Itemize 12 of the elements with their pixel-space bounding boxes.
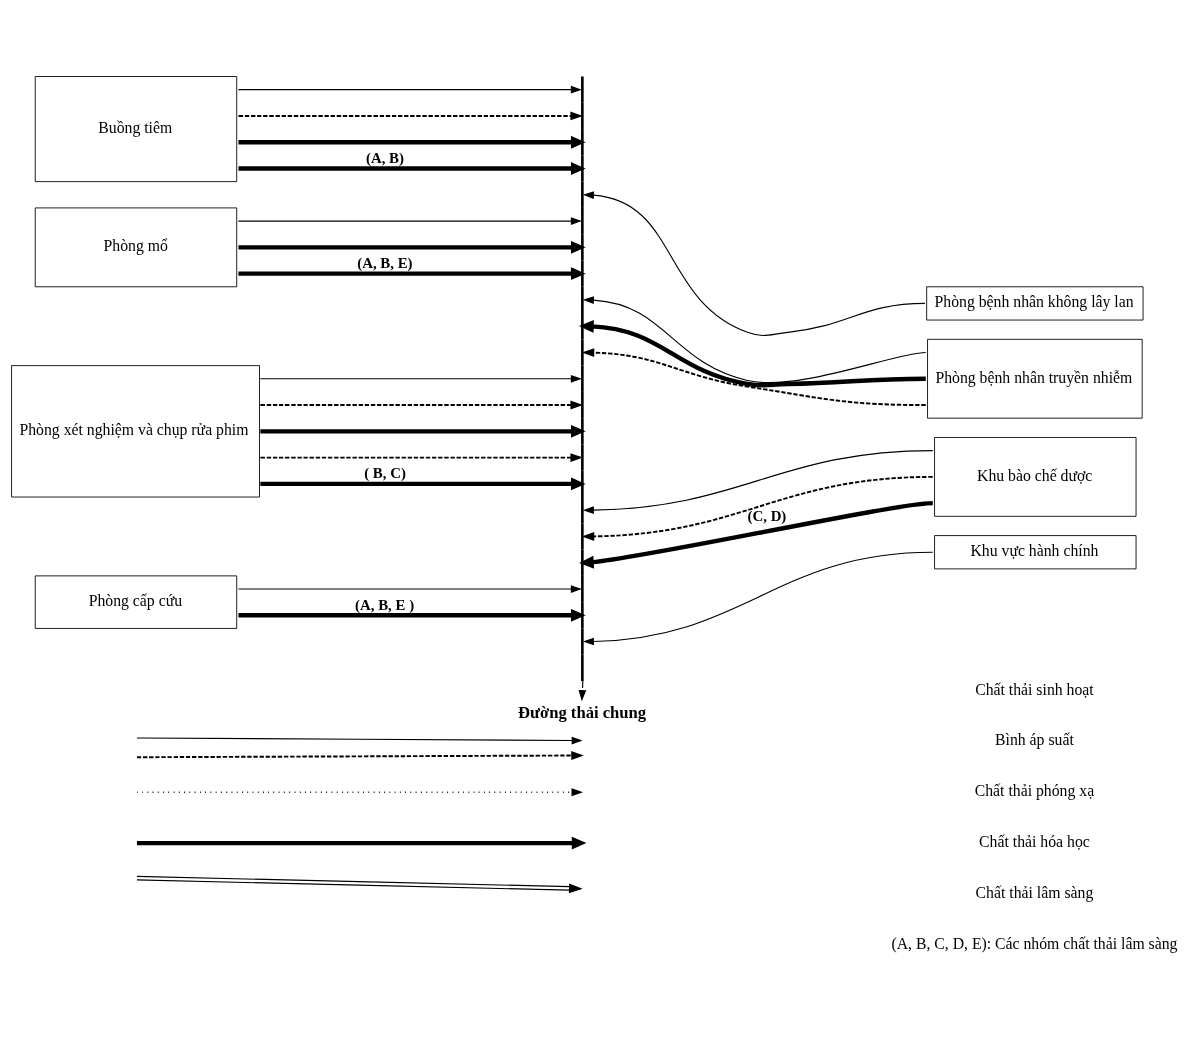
legend-label: Chất thải phóng xạ xyxy=(974,782,1095,800)
legend-label: Chất thải sinh hoạt xyxy=(975,680,1094,698)
legend-label: Chất thải lâm sàng xyxy=(975,883,1094,901)
edge-label: (A, B) xyxy=(365,149,404,166)
edge-label: (A, B, E) xyxy=(357,255,413,272)
label: (A, B, C, D, E): Các nhóm chất thải lâm sàng xyxy=(891,934,1178,952)
edge-label: ( B, C) xyxy=(364,465,406,482)
edge-label: (C, D) xyxy=(747,508,787,525)
legend-label: Chất thải hóa học xyxy=(979,832,1090,850)
node-text: Đường thải chung xyxy=(517,703,647,723)
legend-label: Bình áp suất xyxy=(995,731,1074,749)
edge-label: (A, B, E ) xyxy=(355,596,415,613)
